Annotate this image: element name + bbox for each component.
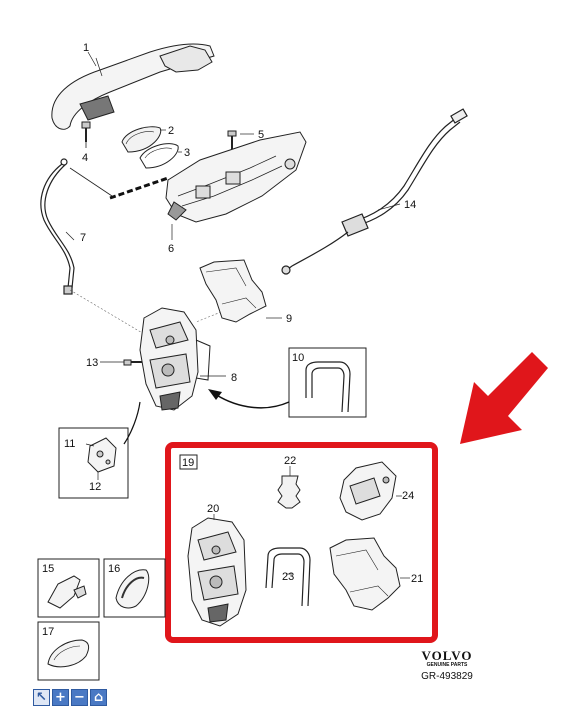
highlight-box-19 <box>165 442 438 643</box>
callout-11: 11 <box>64 438 75 450</box>
home-button[interactable]: ⌂ <box>90 689 107 706</box>
callout-23: 23 <box>282 571 294 583</box>
handle-cover-part[interactable] <box>115 569 150 609</box>
handle-bracket-part[interactable] <box>165 131 307 223</box>
handle-seal-part[interactable] <box>139 143 179 169</box>
rod-guide-part[interactable] <box>305 361 351 413</box>
select-tool-button[interactable]: ↖ <box>33 689 50 706</box>
release-cable-part[interactable] <box>281 108 468 275</box>
handle-screw-part[interactable] <box>81 121 91 148</box>
home-icon: ⌂ <box>93 690 104 705</box>
bracket-screw-part[interactable] <box>227 130 237 150</box>
lock-rod-part[interactable] <box>40 158 75 295</box>
callout-24: 24 <box>402 490 414 502</box>
brand-logo: VOLVO <box>422 648 473 663</box>
lock-cover-part[interactable] <box>199 259 267 323</box>
diagram-toolbar: ↖ + − ⌂ <box>33 689 107 706</box>
inset-arrow <box>211 391 290 409</box>
leader-lines <box>65 51 410 579</box>
callout-12: 12 <box>89 481 101 493</box>
callout-3: 3 <box>184 147 190 159</box>
callout-7: 7 <box>80 232 86 244</box>
brand-tagline: GENUINE PARTS <box>427 662 468 668</box>
callout-16: 16 <box>108 563 120 575</box>
outer-handle-part[interactable] <box>51 43 215 130</box>
callout-13: 13 <box>86 357 98 369</box>
cursor-icon: ↖ <box>36 690 47 705</box>
callout-4: 4 <box>82 152 88 164</box>
callout-20: 20 <box>207 503 219 515</box>
dotted-leader <box>195 305 237 323</box>
callout-9: 9 <box>286 313 292 325</box>
dotted-leader <box>69 289 145 335</box>
zoom-in-button[interactable]: + <box>52 689 69 706</box>
callout-15: 15 <box>42 563 54 575</box>
door-lock-part[interactable] <box>139 307 211 411</box>
diagram-code: GR-493829 <box>421 671 473 682</box>
cover-plate-part[interactable] <box>329 537 401 611</box>
assembly-dashed-link <box>109 176 169 200</box>
inset-arrow-11 <box>123 401 141 445</box>
lock-assembly-part[interactable] <box>187 517 247 627</box>
handle-cap-part[interactable] <box>47 575 87 609</box>
callout-5: 5 <box>258 129 264 141</box>
handle-gasket-part[interactable] <box>121 126 162 153</box>
inset-box-10 <box>288 347 367 418</box>
highlight-arrow <box>460 352 548 444</box>
callout-14: 14 <box>404 199 416 211</box>
callout-17: 17 <box>42 626 54 638</box>
callout-22: 22 <box>284 455 296 467</box>
callout-8: 8 <box>231 372 237 384</box>
assembly-thin-link <box>69 167 113 197</box>
callout-19: 19 <box>182 457 194 469</box>
inset-arrow-head <box>208 389 222 400</box>
callout-21: 21 <box>411 573 423 585</box>
zoom-out-button[interactable]: − <box>71 689 88 706</box>
callout-6: 6 <box>168 243 174 255</box>
callout-2: 2 <box>168 125 174 137</box>
callout-1: 1 <box>83 42 89 54</box>
bump-stop-part[interactable] <box>277 475 301 509</box>
lock-bracket-part[interactable] <box>87 437 117 473</box>
lock-actuator-part[interactable] <box>339 461 397 521</box>
guide-rod-part[interactable] <box>265 547 311 607</box>
callout-box-19 <box>179 454 198 470</box>
trim-cap-part[interactable] <box>47 639 90 668</box>
callout-10: 10 <box>292 352 304 364</box>
lock-screw-part[interactable] <box>123 359 142 366</box>
